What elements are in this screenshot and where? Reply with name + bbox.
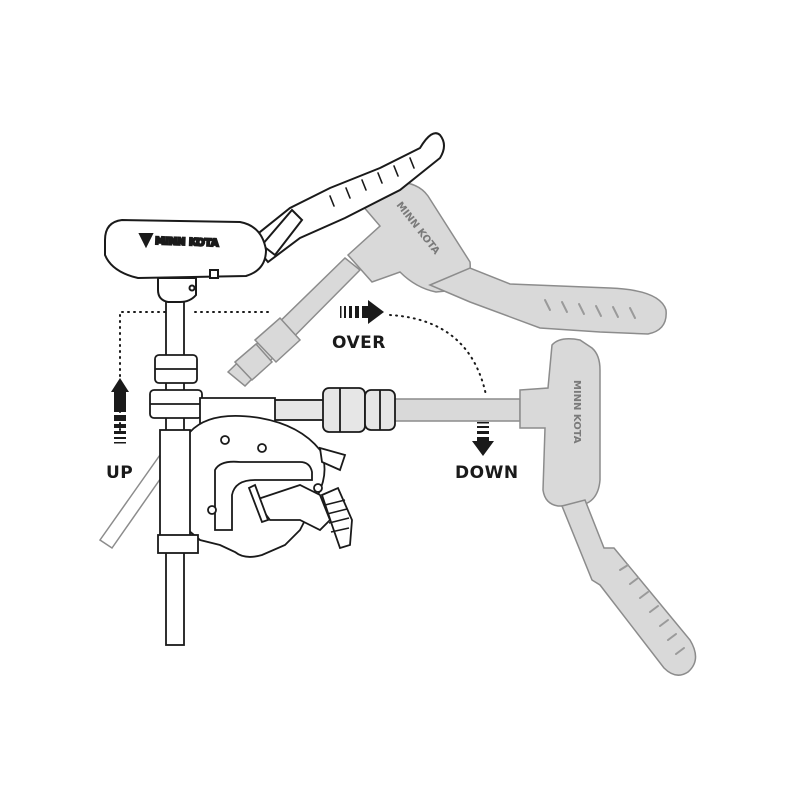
up-label: UP [106,463,133,483]
shaft-collars [149,354,203,419]
main-motor-head: MINN KOTA [104,132,445,303]
arrow-up-icon [111,378,129,444]
ghost-down-brand-logo: MINN KOTA [571,380,582,444]
main-head-brand-logo: MINN KOTA [155,236,219,249]
mounting-bracket [157,397,353,558]
arrow-right-icon [340,300,384,324]
ghost-motor-over-position: MINN KOTA [226,181,667,388]
over-label: OVER [332,333,386,353]
ghost-motor-down-position: MINN KOTA [389,338,697,676]
over-guide-path [389,314,487,396]
motion-guides [119,311,487,431]
arrow-down-icon [472,422,494,456]
down-label: DOWN [455,463,519,483]
